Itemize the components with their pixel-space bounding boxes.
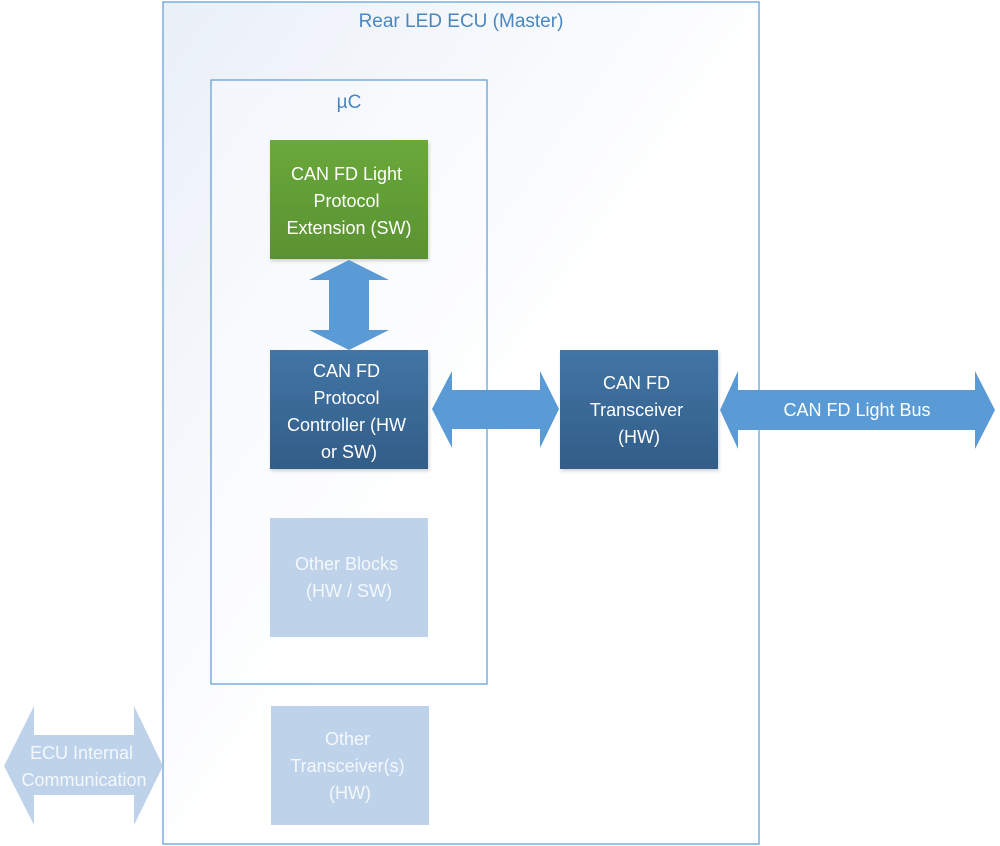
internal-communication-line-1: ECU Internal	[30, 743, 133, 763]
other-blocks-label: Other Blocks (HW / SW)	[295, 554, 403, 601]
protocol-controller-line-2: Protocol	[313, 388, 379, 408]
internal-communication-arrow-shape	[4, 706, 163, 825]
other-transceivers-line-2: Transceiver(s)	[290, 756, 404, 776]
protocol-controller-line-4: or SW)	[321, 442, 377, 462]
protocol-extension-line-3: Extension (SW)	[286, 218, 411, 238]
protocol-controller-line-3: Controller (HW	[287, 415, 406, 435]
transceiver-block: CAN FD Transceiver (HW)	[560, 350, 718, 469]
other-transceivers-block: Other Transceiver(s) (HW)	[271, 706, 429, 825]
protocol-extension-box	[270, 140, 428, 259]
internal-communication-label: ECU Internal Communication	[21, 743, 146, 790]
light-bus-arrow: CAN FD Light Bus	[720, 371, 995, 449]
internal-communication-line-2: Communication	[21, 770, 146, 790]
other-transceivers-line-3: (HW)	[329, 783, 371, 803]
protocol-controller-block: CAN FD Protocol Controller (HW or SW)	[270, 350, 428, 469]
protocol-extension-line-2: Protocol	[313, 191, 379, 211]
other-blocks-block: Other Blocks (HW / SW)	[270, 518, 428, 637]
protocol-extension-line-1: CAN FD Light	[291, 164, 402, 184]
protocol-controller-line-1: CAN FD	[313, 361, 380, 381]
protocol-extension-block: CAN FD Light Protocol Extension (SW)	[270, 140, 428, 259]
other-blocks-line-2: (HW / SW)	[306, 581, 392, 601]
protocol-controller-box	[270, 350, 428, 469]
light-bus-label: CAN FD Light Bus	[783, 400, 930, 420]
microcontroller-title: µC	[337, 92, 362, 113]
other-transceivers-line-1: Other	[325, 729, 370, 749]
light-bus-arrow-shape	[720, 371, 995, 449]
controller-transceiver-arrow	[432, 371, 559, 448]
ecu-title: Rear LED ECU (Master)	[359, 11, 564, 32]
protocol-extension-label: CAN FD Light Protocol Extension (SW)	[286, 164, 411, 238]
other-transceivers-label: Other Transceiver(s) (HW)	[290, 729, 409, 803]
internal-communication-arrow: ECU Internal Communication	[4, 706, 163, 825]
transceiver-line-3: (HW)	[618, 427, 660, 447]
transceiver-label: CAN FD Transceiver (HW)	[590, 373, 688, 447]
other-blocks-line-1: Other Blocks	[295, 554, 398, 574]
transceiver-line-1: CAN FD	[603, 373, 670, 393]
other-transceivers-box	[271, 706, 429, 825]
other-blocks-box	[270, 518, 428, 637]
transceiver-box	[560, 350, 718, 469]
transceiver-line-2: Transceiver	[590, 400, 683, 420]
protocol-controller-label: CAN FD Protocol Controller (HW or SW)	[287, 361, 411, 462]
extension-controller-arrow	[309, 260, 389, 350]
